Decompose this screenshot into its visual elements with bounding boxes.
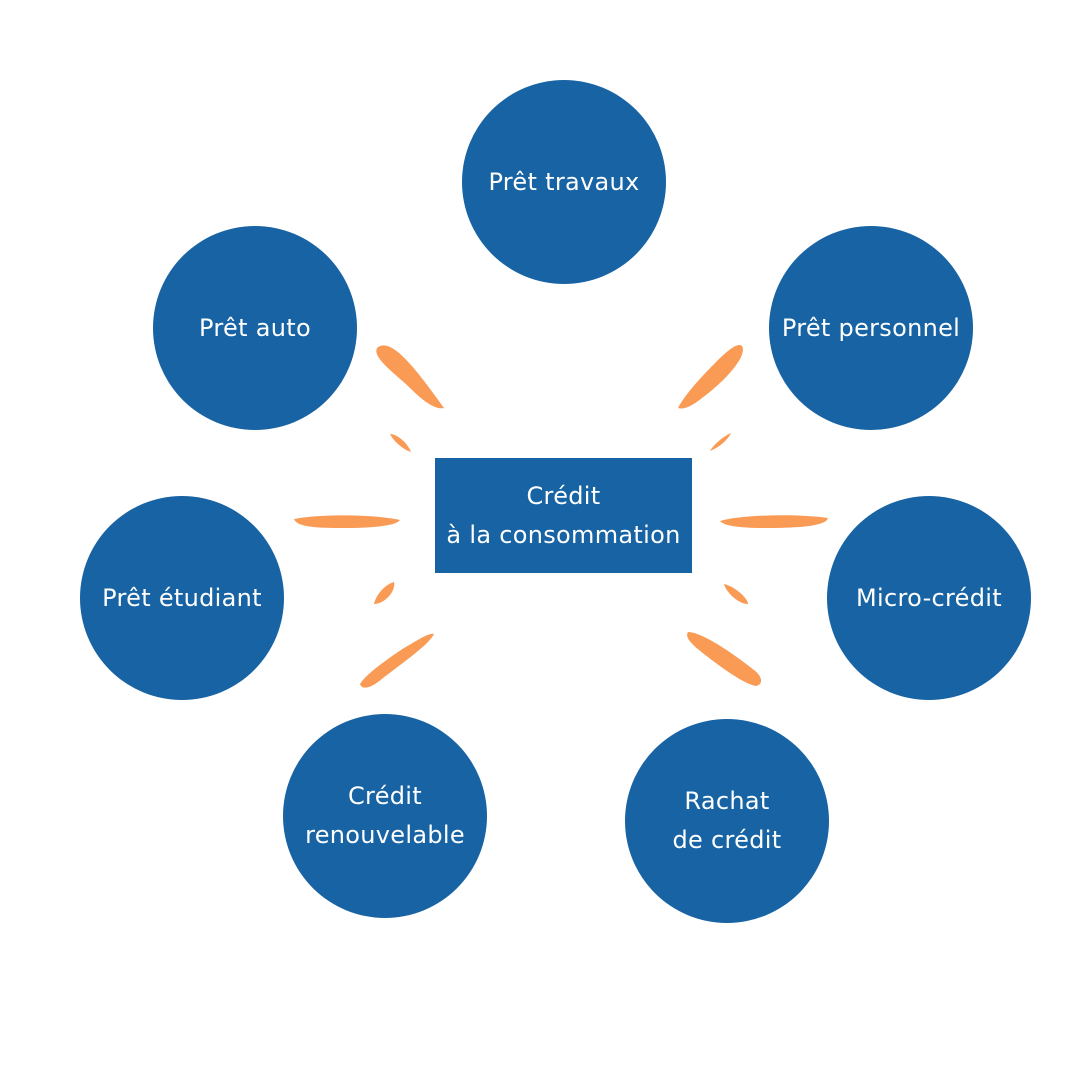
accent-stroke: [720, 515, 828, 528]
node-micro-credit: Micro-crédit: [827, 496, 1031, 700]
node-label-line2: de crédit: [672, 826, 782, 854]
accent-stroke: [390, 434, 411, 452]
accent-stroke: [724, 584, 748, 604]
node-label: Prêt travaux: [488, 167, 640, 196]
center-concept-box: Crédit à la consommation: [435, 458, 692, 573]
node-label: Micro-crédit: [856, 583, 1002, 612]
node-label: Prêt auto: [199, 313, 311, 342]
node-label-line1: Rachat: [684, 787, 770, 815]
node-pret-personnel: Prêt personnel: [769, 226, 973, 430]
center-label-line2: à la consommation: [446, 520, 681, 549]
accent-stroke: [678, 344, 743, 409]
accent-stroke: [687, 632, 762, 686]
node-pret-auto: Prêt auto: [153, 226, 357, 430]
node-label: Prêt étudiant: [102, 583, 262, 612]
node-credit-renouvelable: Crédit renouvelable: [283, 714, 487, 918]
accent-stroke: [376, 345, 444, 409]
node-label-line1: Crédit: [348, 782, 422, 810]
node-pret-travaux: Prêt travaux: [462, 80, 666, 284]
center-label-line1: Crédit: [526, 481, 601, 510]
node-pret-etudiant: Prêt étudiant: [80, 496, 284, 700]
accent-stroke: [360, 633, 434, 688]
accent-stroke: [374, 582, 395, 604]
accent-stroke: [710, 433, 731, 451]
node-label: Prêt personnel: [781, 313, 961, 342]
node-rachat-de-credit: Rachat de crédit: [625, 719, 829, 923]
node-label-line2: renouvelable: [305, 821, 465, 849]
accent-stroke: [294, 515, 400, 528]
